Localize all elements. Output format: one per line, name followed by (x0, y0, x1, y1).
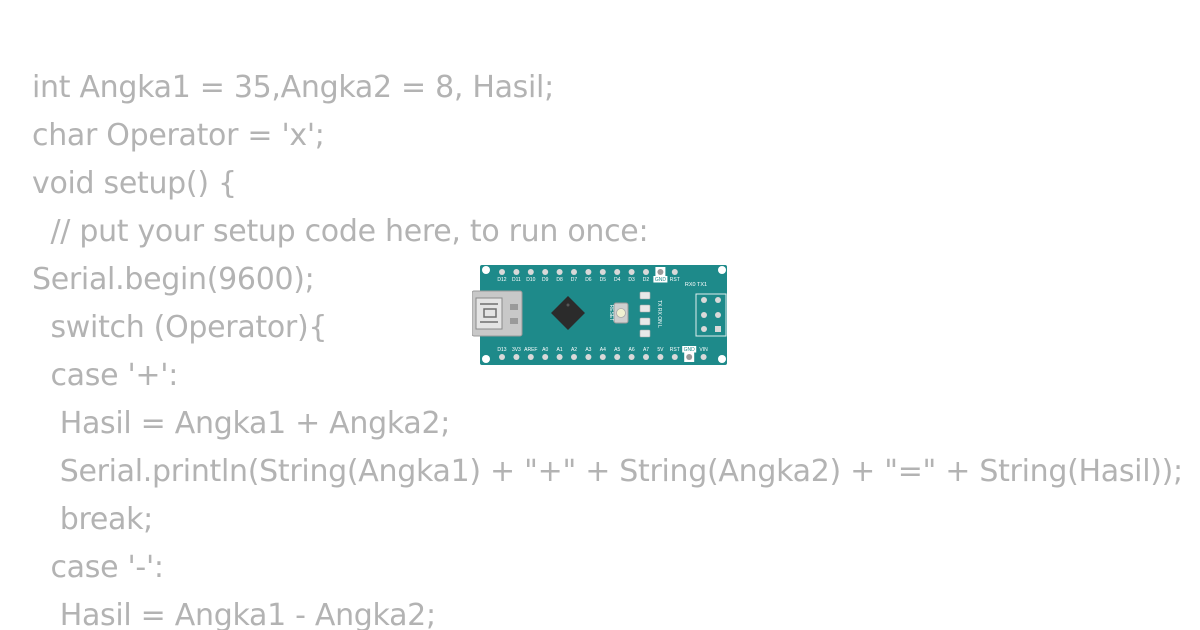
pin-label: A1 (557, 347, 563, 353)
pin-d2[interactable] (643, 269, 649, 275)
pin-label: A6 (629, 347, 635, 353)
code-line: // put your setup code here, to run once… (32, 214, 649, 249)
pin-5v[interactable] (657, 354, 664, 360)
pin-label: D3 (628, 277, 635, 283)
pin-aref[interactable] (527, 354, 534, 360)
mount-hole (482, 266, 490, 274)
led-labels: TX RX ON L (656, 300, 662, 328)
pin-label: D10 (526, 277, 535, 283)
pin-label: A0 (542, 347, 548, 353)
on-led (639, 317, 651, 326)
pcb (480, 265, 727, 365)
pin-label: D12 (497, 277, 506, 283)
pin-label: A3 (585, 347, 591, 353)
pin-gnd[interactable] (657, 269, 664, 275)
pin-label: A2 (571, 347, 577, 353)
pin-label: D8 (556, 277, 563, 283)
pin-d6[interactable] (585, 269, 592, 275)
pin-label: D4 (614, 277, 621, 283)
pin-d9[interactable] (542, 269, 549, 275)
code-line: switch (Operator){ (32, 310, 328, 345)
pin-d7[interactable] (571, 269, 577, 275)
code-line: Hasil = Angka1 + Angka2; (32, 406, 451, 441)
pin-d4[interactable] (614, 269, 621, 275)
code-listing: int Angka1 = 35,Angka2 = 8, Hasil; char O… (32, 64, 1183, 630)
pin-label: A7 (643, 347, 649, 353)
mount-hole (482, 355, 490, 363)
pin-d5[interactable] (599, 269, 606, 275)
pin-d3[interactable] (628, 269, 635, 275)
pin-label: D7 (571, 277, 578, 283)
mount-hole (718, 266, 726, 274)
code-line: case '-': (32, 550, 164, 585)
reset-label: RESET (608, 305, 614, 322)
pin-label: RST (670, 277, 680, 283)
pin-rst[interactable] (671, 269, 678, 275)
pin-label: GND (655, 277, 667, 283)
pin-label: AREF (524, 347, 537, 353)
pin-d8[interactable] (556, 269, 563, 275)
pin-label: RST (670, 347, 680, 353)
usb-connector[interactable] (472, 290, 523, 337)
pin-a4[interactable] (599, 354, 606, 360)
pin-a1[interactable] (556, 354, 563, 360)
l-led (639, 329, 651, 338)
pin-a0[interactable] (542, 354, 549, 360)
pin-d10[interactable] (527, 269, 534, 275)
pin-3v3[interactable] (513, 354, 520, 360)
pin-d13[interactable] (499, 354, 505, 360)
code-line: int Angka1 = 35,Angka2 = 8, Hasil; (32, 70, 554, 105)
pin-label: D13 (497, 347, 506, 353)
status-leds (639, 291, 651, 338)
pin-a6[interactable] (628, 354, 635, 360)
pin-label: D9 (542, 277, 549, 283)
pin-label: GND (684, 347, 696, 353)
pin-label: A4 (600, 347, 606, 353)
code-line: void setup() { (32, 166, 237, 201)
pin-a2[interactable] (571, 354, 577, 360)
pin-rst[interactable] (671, 354, 678, 360)
pin-label: D2 (643, 277, 650, 283)
code-line: case '+': (32, 358, 179, 393)
header-label: RX0 TX1 (685, 282, 707, 288)
pin-label: D6 (585, 277, 592, 283)
code-line: Serial.begin(9600); (32, 262, 315, 297)
reset-button[interactable] (613, 302, 629, 324)
pin-a3[interactable] (585, 354, 592, 360)
pin-label: A5 (614, 347, 620, 353)
pin-d11[interactable] (513, 269, 520, 275)
pin-d12[interactable] (499, 269, 505, 275)
code-line: Hasil = Angka1 - Angka2; (32, 598, 436, 630)
code-line: break; (32, 502, 154, 537)
rx-led (639, 304, 651, 313)
code-line: char Operator = 'x'; (32, 118, 325, 153)
pin-label: 5V (657, 347, 664, 353)
mount-hole (718, 355, 726, 363)
pin-a5[interactable] (614, 354, 621, 360)
pin-a7[interactable] (643, 354, 649, 360)
icsp-header (695, 293, 727, 337)
pin-gnd[interactable] (686, 354, 693, 360)
pin-label: 3V3 (512, 347, 521, 353)
pin-label: VIN (699, 347, 708, 353)
code-line: Serial.println(String(Angka1) + "+" + St… (32, 454, 1183, 489)
tx-led (639, 291, 651, 300)
pin-label: D11 (512, 277, 521, 283)
pin-vin[interactable] (700, 354, 707, 360)
pin-label: D5 (600, 277, 607, 283)
